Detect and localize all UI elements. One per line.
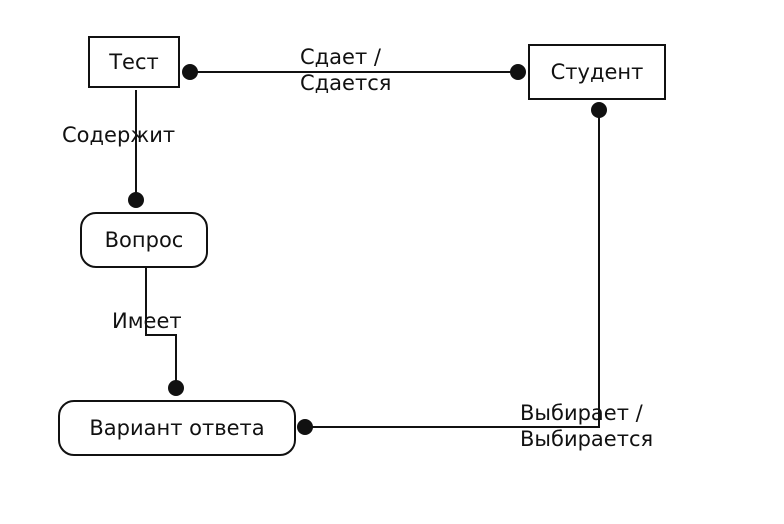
relationship-passes-line2: Сдается	[300, 71, 392, 95]
entity-student: Студент	[528, 44, 666, 100]
cardinality-dot-answer-top	[168, 380, 184, 396]
cardinality-dot-student-left	[510, 64, 526, 80]
entity-question: Вопрос	[80, 212, 208, 268]
entity-question-label: Вопрос	[104, 228, 184, 252]
relationship-chooses-line1: Выбирает /	[520, 401, 643, 425]
relationship-passes-line1: Сдает /	[300, 45, 381, 69]
connector-student-answer	[305, 110, 600, 428]
entity-answer-option: Вариант ответа	[58, 400, 296, 456]
entity-test: Тест	[88, 36, 180, 88]
relationship-contains-text: Содержит	[62, 123, 176, 147]
entity-test-label: Тест	[109, 50, 159, 74]
cardinality-dot-student-bottom	[591, 102, 607, 118]
relationship-has-text: Имеет	[112, 309, 182, 333]
entity-student-label: Студент	[550, 60, 644, 84]
relationship-contains-label: Содержит	[62, 122, 175, 148]
relationship-chooses-line2: Выбирается	[520, 427, 654, 451]
relationship-passes-label: Сдает / Сдается	[300, 44, 391, 96]
entity-answer-option-label: Вариант ответа	[89, 416, 265, 440]
cardinality-dot-test-right	[182, 64, 198, 80]
relationship-chooses-label: Выбирает / Выбирается	[520, 400, 653, 452]
cardinality-dot-question-top	[128, 192, 144, 208]
relationship-has-label: Имеет	[112, 308, 182, 334]
cardinality-dot-answer-right	[297, 419, 313, 435]
connector-question-answer	[145, 268, 177, 388]
